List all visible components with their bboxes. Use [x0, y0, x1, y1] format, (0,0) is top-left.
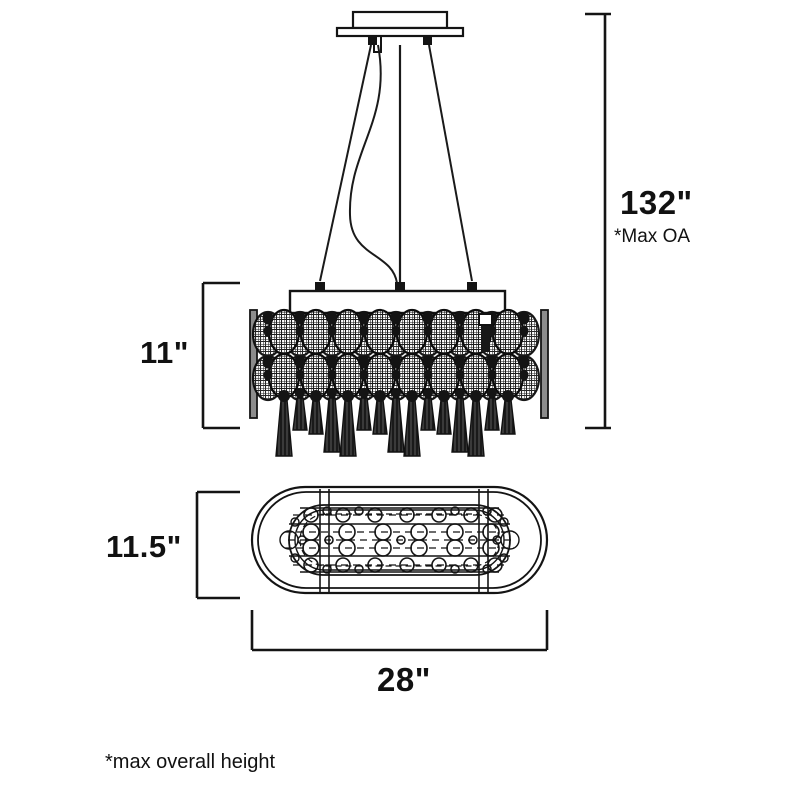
elevation-view: [249, 10, 549, 457]
pendant-long: [339, 399, 357, 457]
canopy-plate: [335, 26, 465, 38]
cable-fitting-right: [467, 282, 477, 291]
cable-slack-curve: [348, 44, 398, 284]
canopy-connector-right: [423, 36, 432, 45]
dimension-label-overall-height: 132": [620, 184, 693, 221]
dimension-132-bracket: [585, 12, 611, 430]
pendant-short: [420, 397, 436, 431]
cable-left: [319, 44, 372, 282]
socket-detail: [478, 313, 493, 352]
dimension-11-5-bracket: [195, 490, 240, 600]
plan-outer-oval: [250, 485, 549, 595]
end-plate-right: [540, 309, 549, 419]
pendant-short: [308, 399, 324, 435]
canopy-connector-left: [368, 36, 377, 45]
cable-fitting-center: [395, 282, 405, 291]
plan-view: [250, 485, 549, 595]
canopy-box: [351, 10, 449, 30]
dimension-note-max-oa: *Max OA: [614, 226, 691, 247]
canopy-assembly: [335, 10, 465, 53]
plan-mount-circles-top: [303, 506, 503, 523]
pendant-long: [451, 397, 469, 453]
plan-outer-oval-inner: [257, 491, 542, 589]
pendant-long: [323, 397, 341, 453]
teardrop-pendants: [275, 397, 516, 457]
dimension-label-fixture-depth: 11.5": [106, 529, 182, 564]
canopy-cord-grip: [373, 35, 382, 53]
dimension-28-bracket: [250, 610, 549, 652]
dimension-lines: [195, 12, 611, 652]
footnote-max-overall-height: *max overall height: [105, 751, 276, 773]
pendant-short: [484, 397, 500, 431]
pendant-short: [292, 397, 308, 431]
pendant-short: [356, 397, 372, 431]
pendant-beads: [278, 388, 514, 402]
dimension-label-fixture-width: 28": [377, 661, 431, 698]
plan-mount-circles-middle: [302, 523, 500, 557]
pendant-long: [403, 399, 421, 457]
pendant-short: [500, 399, 516, 435]
suspension-cables: [319, 44, 473, 284]
cable-fitting-left: [315, 282, 325, 291]
cable-right: [428, 44, 473, 282]
pendant-short: [372, 399, 388, 435]
plan-mount-circles-bottom: [303, 557, 503, 574]
pendant-short: [436, 399, 452, 435]
plan-guide-rails: [289, 507, 510, 573]
cable-end-fittings: [315, 282, 477, 291]
plan-end-caps: [279, 517, 520, 563]
dimension-11-bracket: [201, 281, 240, 430]
pendant-long: [467, 399, 485, 457]
pendant-long: [275, 399, 293, 457]
pendant-long: [387, 397, 405, 453]
dimension-label-fixture-height: 11": [140, 335, 189, 370]
